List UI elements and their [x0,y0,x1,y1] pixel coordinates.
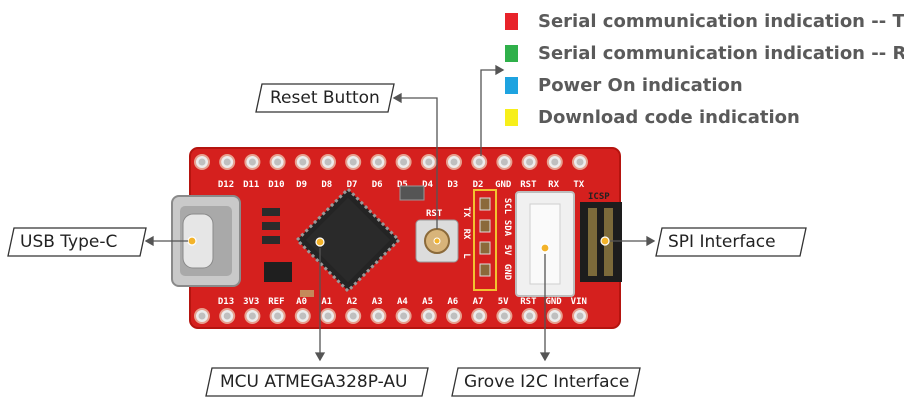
reset-button: RST [415,209,459,263]
tx-color-swatch [505,12,518,30]
top-pin-label: D10 [268,180,284,190]
bottom-pin-label: A0 [296,297,307,307]
top-pin-label: D12 [218,180,234,190]
rx-color-swatch [505,44,518,62]
top-pin-label: D4 [422,180,433,190]
grove-pin-label: 5V [502,245,512,256]
bottom-pin-label: A6 [447,297,458,307]
indicator-leds [473,189,497,291]
callout-frames [7,83,807,397]
power-color-swatch [505,76,518,94]
top-pin-label: D7 [347,180,358,190]
legend-item-rx: Serial communication indication -- RX [505,42,904,64]
top-pin-label: D8 [321,180,332,190]
bottom-pin-label: A2 [347,297,358,307]
legend-item-power: Power On indication [505,74,743,96]
led-label: L [461,253,471,259]
bottom-pin-label: A7 [473,297,484,307]
bottom-pin-label: GND [545,297,562,307]
mcu-callout: MCU ATMEGA328P-AU [220,372,408,392]
mcu-chip [294,186,402,294]
legend-label-power: Power On indication [538,74,743,96]
top-pin-labels: D12 D11 D10 D9 D8 D7 D6 D5 D4 D3 D2 GND RST RX TX [218,180,585,190]
top-pin-label: D6 [372,180,383,190]
reset-button-callout: Reset Button [270,88,380,108]
legend-label-download: Download code indication [538,106,800,128]
bottom-pin-label: RST [520,297,537,307]
top-pin-label: D3 [447,180,458,190]
top-pin-label: RST [520,180,537,190]
legend-label-tx: Serial communication indication -- TX [538,10,904,32]
grove-pin-label: GND [502,264,512,281]
bottom-pin-label: 3V3 [243,297,259,307]
rst-label: RST [426,209,443,219]
spi-interface-callout: SPI Interface [668,232,776,252]
leader-lines [144,64,656,362]
top-pin-label: D9 [296,180,307,190]
led-label: TX [461,207,471,218]
icsp-header: ICSP [580,192,622,282]
led-label: RX [461,229,471,240]
bottom-pin-label: A3 [372,297,383,307]
bottom-pin-label: A5 [422,297,433,307]
top-pin-label: GND [495,180,512,190]
grove-pin-label: SDA [502,220,512,237]
bottom-pin-label: VIN [571,297,587,307]
legend-label-rx: Serial communication indication -- RX [538,42,904,64]
bottom-pin-label: A4 [397,297,408,307]
passive-components [262,185,425,297]
bottom-pin-label: A1 [321,297,332,307]
bottom-pin-header [194,308,588,324]
top-pin-header [194,154,588,170]
bottom-pin-labels: D13 3V3 REF A0 A1 A2 A3 A4 A5 A6 A7 5V RST GND VIN [218,297,587,307]
legend-item-download: Download code indication [505,106,800,128]
grove-pin-labels: SCL SDA 5V GND TX RX L [461,198,512,281]
legend-item-tx: Serial communication indication -- TX [505,10,904,32]
usb-type-c-connector [171,195,241,287]
bottom-pin-label: 5V [498,297,509,307]
top-pin-label: TX [573,180,584,190]
top-pin-label: RX [548,180,559,190]
bottom-pin-label: REF [268,297,284,307]
top-pin-label: D2 [473,180,484,190]
bottom-pin-label: D13 [218,297,234,307]
icsp-label: ICSP [588,192,610,202]
download-color-swatch [505,108,518,126]
top-pin-label: D11 [243,180,259,190]
usb-type-c-callout: USB Type-C [20,232,118,252]
grove-i2c-callout: Grove I2C Interface [464,372,630,392]
grove-pin-label: SCL [502,198,512,215]
top-pin-label: D5 [397,180,408,190]
